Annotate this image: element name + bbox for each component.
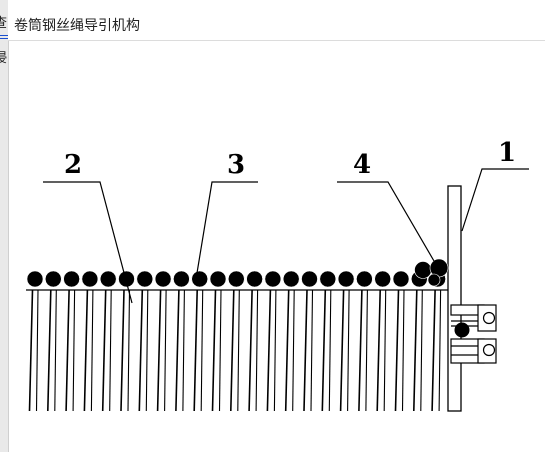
drum-strand (211, 289, 217, 412)
drum-strand (101, 289, 107, 412)
drum-strand (145, 289, 149, 412)
drum-strand (164, 289, 167, 412)
rope-coil-4a (414, 261, 432, 279)
rope-wrap (191, 270, 208, 288)
rope-wrap (118, 270, 135, 288)
rope-wrap (246, 270, 263, 288)
drum-strand (347, 289, 350, 412)
rope-wrap (319, 270, 337, 288)
leader-line-4 (337, 181, 435, 262)
drum-strand (376, 289, 381, 412)
guide-plate (447, 185, 462, 412)
drum-strand (255, 289, 259, 412)
drum-strand (292, 289, 295, 412)
leader-line-2 (43, 181, 133, 304)
drum-strand (83, 289, 89, 412)
left-panel-fragment-bottom: 浸 (0, 47, 8, 66)
left-panel-fragment-top: 查 (0, 12, 8, 31)
drum-strand (230, 289, 235, 412)
drum-strand (431, 289, 436, 412)
drum-strand (413, 289, 418, 412)
drum-strand (401, 289, 405, 412)
callout-label-4: 4 (353, 150, 371, 180)
drum-strand (328, 289, 332, 412)
rope-wrap (99, 270, 117, 288)
rope-wraps (26, 270, 446, 288)
drum-strand (175, 289, 180, 412)
drum-strand (383, 289, 387, 412)
rope-wrap (209, 270, 227, 288)
drum-strand (394, 289, 400, 412)
rope-wrap (282, 270, 300, 288)
drum-strand (193, 289, 198, 412)
drum-strand (54, 289, 57, 412)
rope-wrap (337, 270, 355, 288)
drum-strand (200, 289, 204, 412)
drum-strand (339, 289, 345, 412)
drum-strand (310, 289, 314, 412)
guide-roller (454, 322, 470, 338)
drum-strand (248, 289, 253, 412)
rope-wrap (81, 270, 99, 288)
drum-strand (365, 289, 368, 412)
rope-wrap (45, 270, 62, 288)
callout-label-1: 1 (498, 138, 516, 168)
drum-strand (138, 289, 144, 412)
drum-strand (35, 289, 39, 412)
drum-strand (90, 289, 94, 412)
drum-strand (303, 289, 308, 412)
drum-strand (284, 289, 290, 412)
drum-strand (156, 289, 162, 412)
drum-strand (358, 289, 363, 412)
drum-strand (266, 289, 272, 412)
rope-wrap (173, 270, 190, 288)
left-panel-edge: 查 浸 (0, 0, 9, 452)
rope-wrap (374, 270, 391, 288)
drum-strand (47, 289, 52, 412)
drum-strand (218, 289, 222, 412)
callout-label-3: 3 (227, 150, 245, 180)
drum-strand (120, 289, 125, 412)
rope-wrap (356, 270, 373, 288)
rope-wrap (154, 270, 172, 288)
window-title: 卷筒钢丝绳导引机构 (14, 18, 140, 34)
rope-wrap (63, 270, 80, 288)
drum-strand (109, 289, 112, 412)
left-panel-underline-top (0, 35, 8, 36)
drum-strand (182, 289, 185, 412)
drum-strand (65, 289, 70, 412)
rope-wrap (136, 270, 154, 288)
drum-strand (72, 289, 76, 412)
drum-strand (237, 289, 240, 412)
bolt-assembly-upper (450, 304, 497, 332)
callout-label-2: 2 (64, 150, 82, 180)
rope-wrap (264, 270, 282, 288)
rope-wrap (228, 270, 245, 288)
leader-line-3 (196, 181, 258, 274)
bolt-assembly-lower (450, 338, 497, 364)
leader-line-1 (461, 168, 529, 232)
rope-coil-4c (427, 273, 441, 287)
rope-wrap (392, 270, 410, 288)
drum-wire-rope-guide-drawing: 2 3 4 1 (26, 138, 529, 412)
drum-strand (127, 289, 131, 412)
drum-strand (273, 289, 277, 412)
title-bar: 卷筒钢丝绳导引机构 (8, 0, 545, 41)
drum-strand (321, 289, 327, 412)
drum-strand (438, 289, 442, 412)
rope-wrap (301, 270, 318, 288)
drum-strands (28, 289, 442, 412)
diagram-canvas: 2 3 4 1 (8, 41, 545, 456)
drum-strand (420, 289, 423, 412)
rope-wrap (26, 270, 44, 288)
left-panel-underline-bottom (0, 38, 8, 39)
drum-strand (28, 289, 34, 412)
